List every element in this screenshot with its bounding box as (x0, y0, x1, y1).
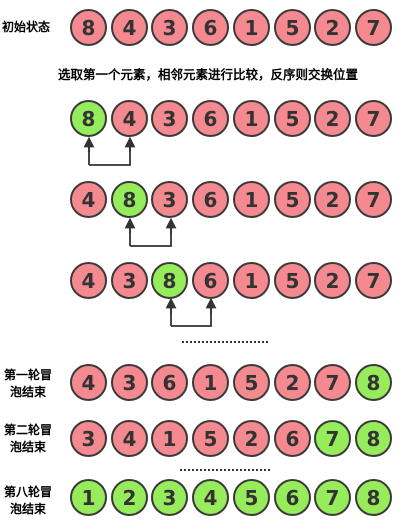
pass-2-row-ball-5: 2 (233, 420, 270, 457)
pass-8-row-ball-8: 8 (355, 479, 392, 516)
step-1-row-ball-6: 5 (274, 100, 311, 137)
step-1-row-ball-1: 8 (70, 100, 107, 137)
initial-row-ball-5: 1 (233, 9, 270, 46)
step-2-row-ball-7: 2 (314, 181, 351, 218)
step-3-row-ball-4: 6 (192, 262, 229, 299)
pass-2-label-line1: 第二轮冒 (4, 423, 53, 437)
step-1-row-ball-8: 7 (355, 100, 392, 137)
pass-8-row-ball-2: 2 (111, 479, 148, 516)
ellipsis-divider-1 (182, 341, 268, 343)
pass-8-label-line1: 第八轮冒 (4, 485, 53, 499)
step-1-row-ball-3: 3 (151, 100, 188, 137)
step-3-row-ball-2: 3 (111, 262, 148, 299)
pass-1-row-ball-6: 2 (274, 364, 311, 401)
pass-8-row-ball-4: 4 (192, 479, 229, 516)
pass-2-row-ball-8: 8 (355, 420, 392, 457)
pass-1-row-ball-1: 4 (70, 364, 107, 401)
step-2-row-ball-6: 5 (274, 181, 311, 218)
initial-row-ball-1: 8 (70, 9, 107, 46)
description-text: 选取第一个元素，相邻元素进行比较，反序则交换位置 (58, 67, 359, 82)
swap-arrow-2 (129, 225, 172, 247)
initial-row-ball-6: 5 (274, 9, 311, 46)
pass-2-row-ball-7: 7 (314, 420, 351, 457)
step-2-row-ball-5: 1 (233, 181, 270, 218)
step-2-row-ball-1: 4 (70, 181, 107, 218)
step-1-row-ball-4: 6 (192, 100, 229, 137)
pass-2-row-ball-1: 3 (70, 420, 107, 457)
pass-2-row-ball-4: 5 (192, 420, 229, 457)
initial-row-ball-4: 6 (192, 9, 229, 46)
step-2-row-ball-3: 3 (151, 181, 188, 218)
swap-arrow-3 (170, 305, 212, 327)
pass-8-row-ball-1: 1 (70, 479, 107, 516)
step-1-row-ball-7: 2 (314, 100, 351, 137)
step-2-row-ball-2: 8 (111, 181, 148, 218)
step-3-row-ball-3: 8 (151, 262, 188, 299)
pass-1-row-ball-3: 6 (151, 364, 188, 401)
step-1-row-ball-5: 1 (233, 100, 270, 137)
pass-1-row-ball-4: 1 (192, 364, 229, 401)
step-3-row-ball-5: 1 (233, 262, 270, 299)
ellipsis-divider-2 (180, 469, 270, 471)
pass-1-row-ball-7: 7 (314, 364, 351, 401)
step-3-row-ball-7: 2 (314, 262, 351, 299)
pass-8-label: 第八轮冒 泡结束 (4, 484, 52, 518)
step-3-row-ball-1: 4 (70, 262, 107, 299)
pass-8-row-ball-7: 7 (314, 479, 351, 516)
step-2-row-ball-8: 7 (355, 181, 392, 218)
pass-1-row-ball-5: 5 (233, 364, 270, 401)
pass-8-label-line2: 泡结束 (10, 502, 47, 516)
initial-row-ball-7: 2 (314, 9, 351, 46)
step-2-row-ball-4: 6 (192, 181, 229, 218)
initial-row-ball-2: 4 (111, 9, 148, 46)
step-3-row-ball-8: 7 (355, 262, 392, 299)
pass-1-label-line1: 第一轮冒 (4, 368, 53, 382)
pass-1-row-ball-2: 3 (111, 364, 148, 401)
pass-2-row-ball-2: 4 (111, 420, 148, 457)
pass-8-row-ball-6: 6 (274, 479, 311, 516)
pass-8-row-ball-3: 3 (151, 479, 188, 516)
pass-1-label: 第一轮冒 泡结束 (4, 367, 52, 401)
step-3-row-ball-6: 5 (274, 262, 311, 299)
initial-row-ball-3: 3 (151, 9, 188, 46)
pass-1-label-line2: 泡结束 (10, 385, 47, 399)
pass-2-row-ball-3: 1 (151, 420, 188, 457)
swap-arrow-1 (88, 144, 131, 166)
step-1-row-ball-2: 4 (111, 100, 148, 137)
initial-state-label: 初始状态 (2, 20, 51, 34)
pass-1-row-ball-8: 8 (355, 364, 392, 401)
pass-8-row-ball-5: 5 (233, 479, 270, 516)
pass-2-label-line2: 泡结束 (10, 440, 47, 454)
initial-row-ball-8: 7 (355, 9, 392, 46)
pass-2-row-ball-6: 6 (274, 420, 311, 457)
pass-2-label: 第二轮冒 泡结束 (4, 422, 52, 456)
